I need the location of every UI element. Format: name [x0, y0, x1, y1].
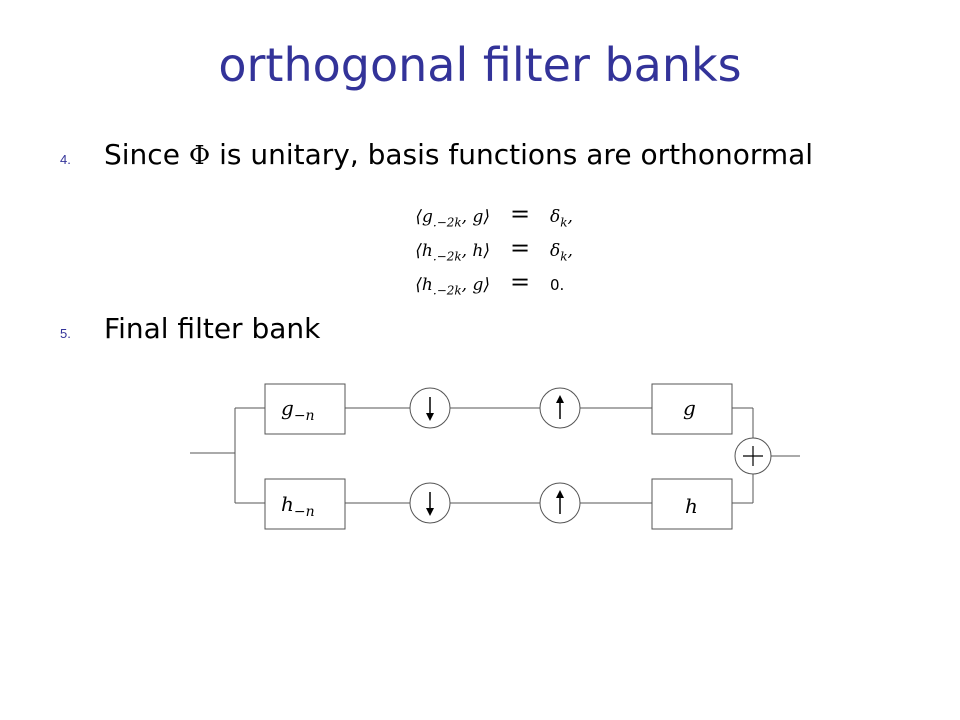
- top-analysis-filter: [264, 383, 346, 435]
- bottom-analysis-filter: [264, 478, 346, 530]
- rhs-tail: ,: [567, 241, 573, 261]
- top-synthesis-label: g: [683, 396, 696, 420]
- up-arrow-icon: [556, 395, 564, 419]
- lhs-open: ⟨h: [415, 275, 433, 295]
- item-text-before: Since: [104, 138, 180, 171]
- bottom-synthesis-label: h: [685, 494, 698, 518]
- lhs-open: ⟨g: [415, 207, 433, 227]
- lhs-close: , g⟩: [461, 207, 490, 227]
- lhs-open: ⟨h: [415, 241, 433, 261]
- orthonormality-equations: ⟨g.−2k, g⟩ = δk, ⟨h.−2k, h⟩ = δk, ⟨h.−2k…: [370, 200, 630, 302]
- list-item-4: 4. Since Φ is unitary, basis functions a…: [60, 138, 813, 171]
- equals-sign: =: [509, 268, 531, 296]
- equation-lhs: ⟨h.−2k, g⟩: [370, 275, 490, 297]
- equation-rhs: δk,: [550, 207, 620, 229]
- item-text: Final filter bank: [104, 312, 321, 345]
- rhs-sub: k: [560, 249, 568, 264]
- rhs-main: δ: [550, 207, 561, 227]
- rhs-main: δ: [550, 241, 561, 261]
- down-arrow-icon: [426, 397, 434, 421]
- list-item-5: 5. Final filter bank: [60, 312, 320, 345]
- item-text-after: is unitary, basis functions are orthonor…: [219, 138, 814, 171]
- equation-lhs: ⟨h.−2k, h⟩: [370, 241, 490, 263]
- plus-icon: [743, 446, 763, 466]
- filter-bank-diagram: g−n h−n g h: [190, 383, 800, 530]
- equation-rhs: 0.: [550, 276, 620, 294]
- rhs-sub: k: [560, 215, 568, 230]
- rhs-main: 0.: [550, 276, 565, 294]
- down-arrow-icon: [426, 492, 434, 516]
- equation-lhs: ⟨g.−2k, g⟩: [370, 207, 490, 229]
- bottom-analysis-label: h−n: [281, 492, 315, 520]
- lhs-sub: .−2k: [432, 249, 462, 264]
- equation-row: ⟨g.−2k, g⟩ = δk,: [370, 200, 630, 234]
- equals-sign: =: [509, 234, 531, 262]
- item-number: 5.: [60, 326, 71, 341]
- lhs-close: , h⟩: [461, 241, 490, 261]
- lhs-sub: .−2k: [432, 283, 462, 298]
- item-number: 4.: [60, 152, 71, 167]
- equation-rhs: δk,: [550, 241, 620, 263]
- up-arrow-icon: [556, 490, 564, 514]
- equation-row: ⟨h.−2k, h⟩ = δk,: [370, 234, 630, 268]
- equals-sign: =: [509, 200, 531, 228]
- slide-title: orthogonal filter banks: [218, 38, 742, 92]
- phi-symbol: Φ: [188, 141, 211, 171]
- top-synthesis-filter: [651, 383, 733, 435]
- top-analysis-label: g−n: [281, 396, 315, 424]
- item-text: Since Φ is unitary, basis functions are …: [104, 138, 813, 171]
- rhs-tail: ,: [567, 207, 573, 227]
- lhs-close: , g⟩: [461, 275, 490, 295]
- lhs-sub: .−2k: [432, 215, 462, 230]
- equation-row: ⟨h.−2k, g⟩ = 0.: [370, 268, 630, 302]
- bottom-synthesis-filter: [651, 478, 733, 530]
